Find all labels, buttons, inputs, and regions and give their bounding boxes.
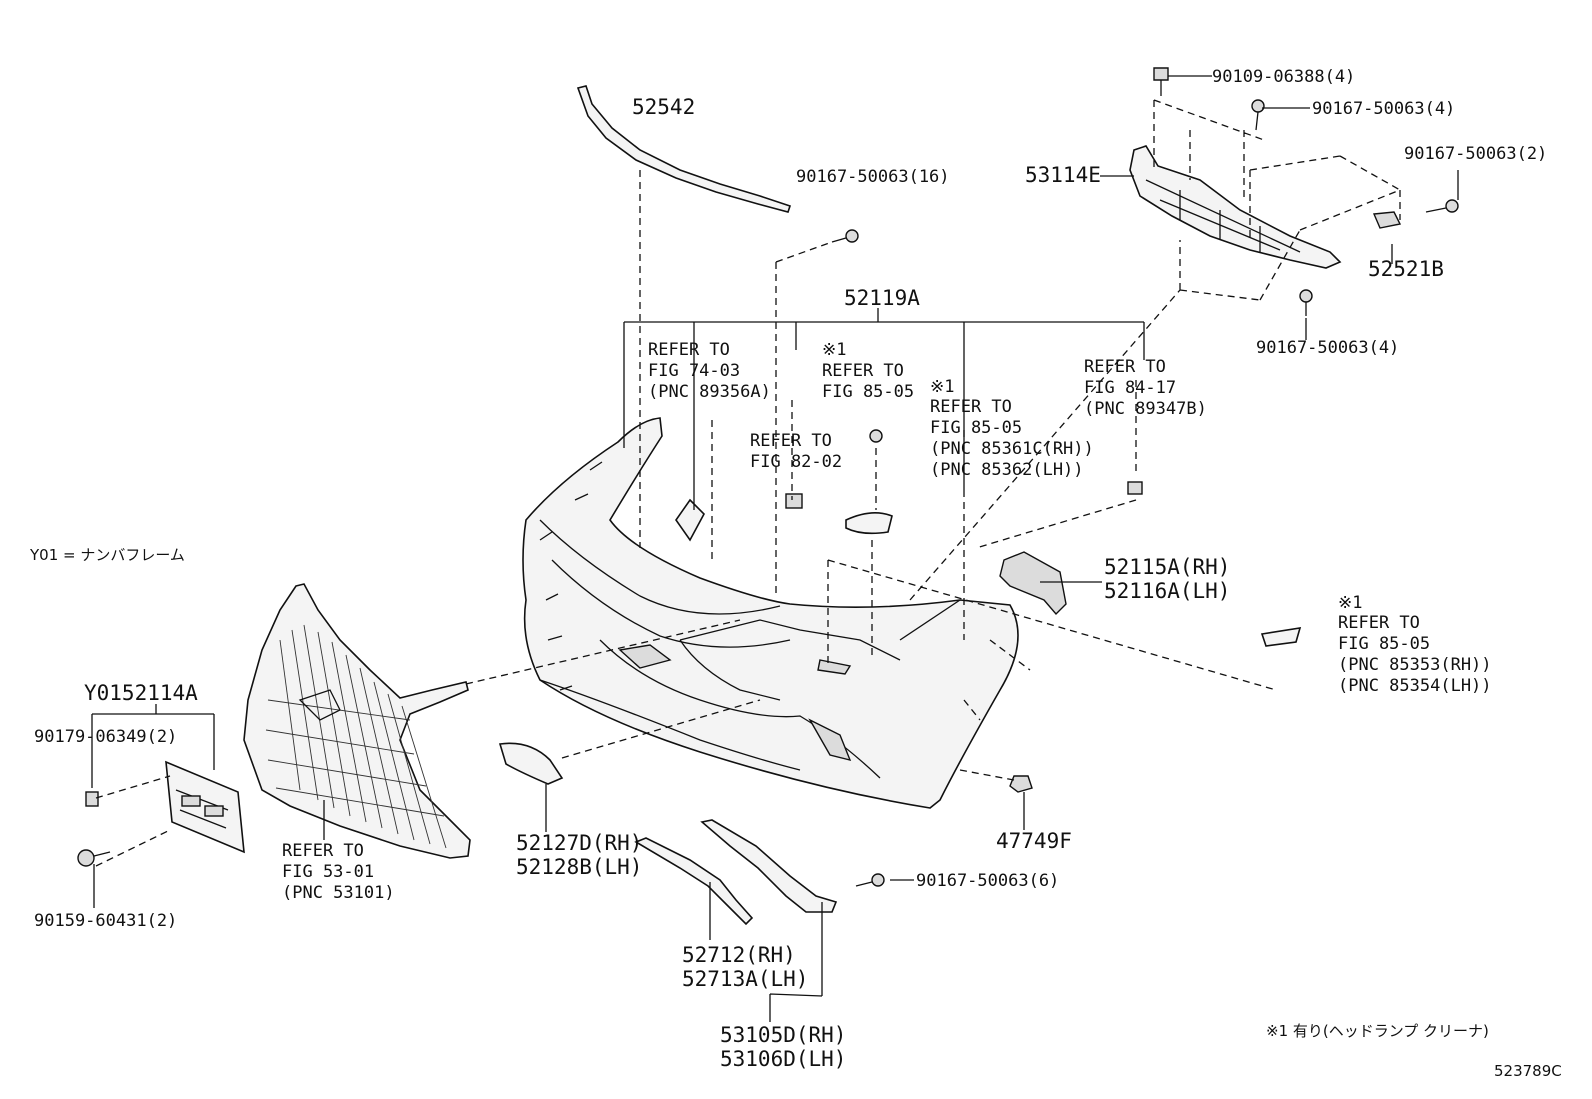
label-52119A: 52119A: [844, 286, 920, 310]
label-90167-4a: 90167-50063(4): [1312, 99, 1455, 119]
label-52713A: 52713A(LH): [682, 967, 808, 991]
ref-89356A-line3: (PNC 89356A): [648, 382, 771, 402]
label-52521B: 52521B: [1368, 257, 1444, 281]
bolt-90109: [1153, 67, 1169, 96]
label-90167-2: 90167-50063(2): [1404, 144, 1547, 164]
label-90167-6: 90167-50063(6): [916, 871, 1059, 891]
ref-85353-line2: FIG 85-05: [1338, 634, 1430, 654]
sensor-89347B: [1127, 481, 1143, 495]
clip-82-02: [785, 493, 803, 509]
label-52542: 52542: [632, 95, 695, 119]
label-53114E: 53114E: [1025, 163, 1101, 187]
ref-fig85-a-line1: REFER TO: [822, 361, 904, 381]
tow-hook-cover: [498, 742, 564, 785]
ref-fig85-a-mark: ※1: [822, 340, 846, 360]
label-90179: 90179-06349(2): [34, 727, 177, 747]
cover-89356A: [675, 498, 705, 542]
label-90159: 90159-60431(2): [34, 911, 177, 931]
bolt-90167-4b: [1299, 289, 1313, 316]
ref-85353-line1: REFER TO: [1338, 613, 1420, 633]
label-52128B: 52128B(LH): [516, 855, 642, 879]
ref-53101-line2: FIG 53-01: [282, 862, 374, 882]
grille-mesh: [265, 624, 447, 849]
ref-89347B-line1: REFER TO: [1084, 357, 1166, 377]
bolt-90167-2: [1425, 199, 1459, 213]
ref-89356A-line1: REFER TO: [648, 340, 730, 360]
ref-53101-line1: REFER TO: [282, 841, 364, 861]
ref-85353-line4: (PNC 85354(LH)): [1338, 676, 1492, 696]
label-90167-4b: 90167-50063(4): [1256, 338, 1399, 358]
ref-89347B-line3: (PNC 89347B): [1084, 399, 1207, 419]
label-52712: 52712(RH): [682, 943, 796, 967]
ref-85361C-mark: ※1: [930, 377, 954, 397]
ref-82-02-line2: FIG 82-02: [750, 452, 842, 472]
bolt-90167-4a: [1251, 99, 1265, 131]
ref-85353-mark: ※1: [1338, 593, 1362, 613]
front-bumper-cover: [522, 417, 1019, 809]
bolt-90167-16: [831, 229, 859, 243]
label-52115A: 52115A(RH): [1104, 555, 1230, 579]
retainer-clip: [85, 791, 99, 807]
label-52127D: 52127D(RH): [516, 831, 642, 855]
ref-85361C-line2: FIG 85-05: [930, 418, 1022, 438]
part-52521B: [1372, 211, 1402, 229]
cap-85353: [1260, 627, 1302, 647]
label-47749F: 47749F: [996, 829, 1072, 853]
ref-89347B-line2: FIG 84-17: [1084, 378, 1176, 398]
ref-85361C-line1: REFER TO: [930, 397, 1012, 417]
label-90167-16: 90167-50063(16): [796, 167, 950, 187]
screw-90159: [77, 849, 111, 867]
lower-molding-52712: [634, 837, 754, 926]
drawing-number: 523789C: [1494, 1062, 1562, 1080]
dashed-guide-lines: [95, 99, 1401, 867]
lower-molding-53105D: [700, 819, 838, 913]
label-52116A: 52116A(LH): [1104, 579, 1230, 603]
license-plate-bracket: [165, 760, 245, 854]
nozzle-85361C: [845, 429, 893, 535]
ref-53101-line3: (PNC 53101): [282, 883, 395, 903]
y01-note: Y01 = ナンバフレーム: [29, 546, 185, 564]
ref-fig85-a-line2: FIG 85-05: [822, 382, 914, 402]
bolt-90167-6: [855, 873, 885, 887]
label-53106D: 53106D(LH): [720, 1047, 846, 1071]
bumper-support-53114E: [1129, 145, 1342, 269]
ref-82-02-line1: REFER TO: [750, 431, 832, 451]
label-Y0152114A: Y0152114A: [84, 681, 198, 705]
label-90109: 90109-06388(4): [1212, 67, 1355, 87]
footnote: ※1 有り(ヘッドランプ クリーナ): [1266, 1022, 1489, 1040]
front-grille: [243, 583, 471, 859]
leader-lines: [91, 75, 1459, 1022]
ref-85361C-line3: (PNC 85361C(RH)): [930, 439, 1094, 459]
ref-89356A-line2: FIG 74-03: [648, 361, 740, 381]
ref-85361C-line4: (PNC 85362(LH)): [930, 460, 1084, 480]
upper-molding-strip: [576, 85, 792, 213]
side-bracket-52115A: [999, 551, 1067, 616]
nut-47749F: [1009, 775, 1033, 793]
ref-85353-line3: (PNC 85353(RH)): [1338, 655, 1492, 675]
label-53105D: 53105D(RH): [720, 1023, 846, 1047]
